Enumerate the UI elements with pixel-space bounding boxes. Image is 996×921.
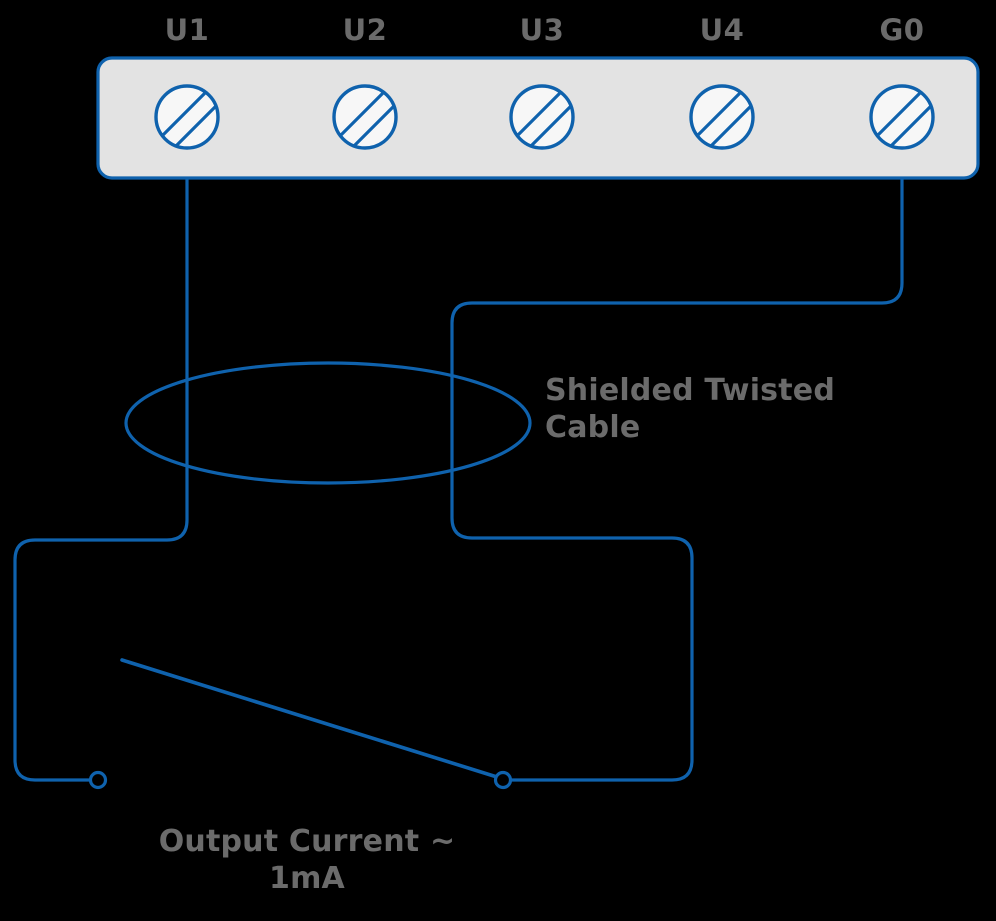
screw-terminal-u3[interactable] — [508, 83, 582, 157]
shielded-cable-note-line1: Shielded Twisted — [545, 373, 836, 408]
shielded-cable-note-line2: Cable — [545, 409, 641, 445]
wire-u1-to-switch — [13, 176, 189, 782]
wire-g0-to-switch — [450, 176, 904, 782]
terminal-label-u2: U2 — [342, 13, 388, 47]
screw-terminal-u1[interactable] — [153, 83, 227, 157]
screw-terminal-u4[interactable] — [688, 83, 762, 157]
switch-terminal-right — [493, 770, 513, 790]
output-current-note-line1: Output Current ~ — [158, 824, 456, 859]
switch-terminal-left — [88, 770, 108, 790]
terminal-label-u4: U4 — [699, 13, 745, 47]
output-current-note: Output Current ~ 1mA — [97, 824, 517, 897]
terminal-label-g0: G0 — [879, 13, 925, 47]
output-current-note-line2: 1mA — [269, 860, 345, 896]
switch-lever — [120, 658, 499, 779]
screw-terminal-g0[interactable] — [868, 83, 942, 157]
screw-terminal-u2[interactable] — [331, 83, 405, 157]
twisted-pair-loop — [124, 361, 532, 485]
terminal-label-u1: U1 — [164, 13, 210, 47]
shielded-cable-note: Shielded Twisted Cable — [545, 373, 925, 446]
terminal-label-u3: U3 — [519, 13, 565, 47]
